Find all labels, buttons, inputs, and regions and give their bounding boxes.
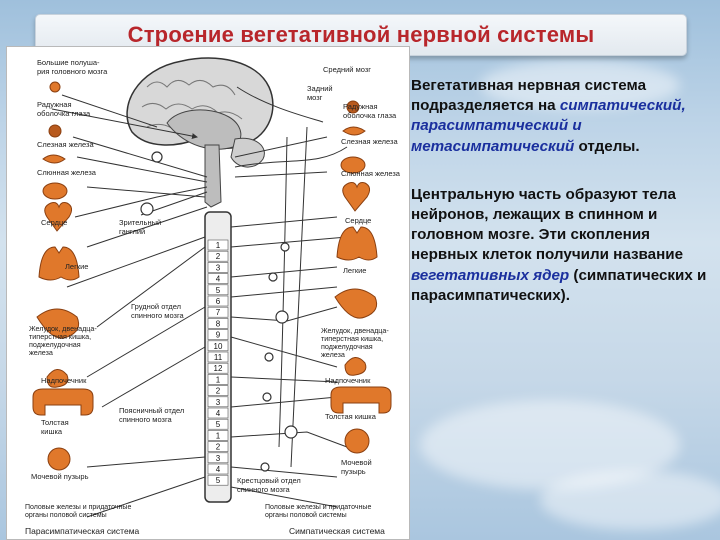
p1-tail: отделы. xyxy=(579,138,640,155)
spinal-segment-number: 1 xyxy=(216,241,221,250)
label-lacrimal-right: Слезная железа xyxy=(341,137,398,146)
label-hemispheres: Большие полуша- рия головного мозга xyxy=(37,58,108,76)
spinal-segment-number: 11 xyxy=(214,353,223,362)
spinal-segment-number: 4 xyxy=(216,275,221,284)
label-sacral: Крестцовый отдел спинного мозга xyxy=(237,476,303,494)
label-colon-left: Толстая кишка xyxy=(41,418,71,436)
label-ciliary: Зрительный ганглий xyxy=(119,218,163,236)
label-bladder-left: Мочевой пузырь xyxy=(31,472,89,481)
label-bladder-right: Мочевой пузырь xyxy=(341,458,374,476)
spinal-segment-number: 3 xyxy=(216,398,221,407)
label-hindbrain: Задний мозг xyxy=(307,84,335,102)
label-lumbar: Поясничный отдел спинного мозга xyxy=(119,406,186,424)
spinal-segment-number: 12 xyxy=(214,364,223,373)
label-heart-right: Сердце xyxy=(345,216,371,225)
label-stomach-left: Желудок, двенадца- типерстная кишка, под… xyxy=(29,324,99,357)
spinal-segment-number: 6 xyxy=(216,297,221,306)
spinal-segment-number: 3 xyxy=(216,454,221,463)
label-colon-right: Толстая кишка xyxy=(325,412,377,421)
spinal-segment-number: 5 xyxy=(216,420,221,429)
spinal-segment-number: 5 xyxy=(216,286,221,295)
label-adrenal-right: Надпочечник xyxy=(325,376,371,385)
spinal-segment-number: 3 xyxy=(216,263,221,272)
spinal-segment-number: 2 xyxy=(216,252,221,261)
spinal-segment-number: 5 xyxy=(216,476,221,485)
spinal-segment-number: 2 xyxy=(216,443,221,452)
description-text: Вегетативная нервная система подразделяе… xyxy=(411,76,711,334)
label-gonads-right: Половые железы и придаточные органы поло… xyxy=(265,504,373,519)
label-sympathetic: Симпатическая система xyxy=(289,526,385,536)
p2-plain: Центральную часть образуют тела нейронов… xyxy=(411,186,683,264)
spinal-segment-number: 1 xyxy=(216,375,221,384)
label-lacrimal-left: Слезная железа xyxy=(37,140,94,149)
spinal-segment-number: 4 xyxy=(216,465,221,474)
label-salivary-right: Слюнная железа xyxy=(341,169,401,178)
spinal-segment-number: 8 xyxy=(216,319,221,328)
spinal-segment-number: 2 xyxy=(216,387,221,396)
label-iris-left: Радужная оболочка глаза xyxy=(37,100,91,118)
label-midbrain: Средний мозг xyxy=(323,65,371,74)
spinal-segment-number: 9 xyxy=(216,331,221,340)
label-salivary-left: Слюнная железа xyxy=(37,168,97,177)
label-adrenal-left: Надпочечник xyxy=(41,376,87,385)
spinal-segment-number: 7 xyxy=(216,308,221,317)
paragraph-nuclei: Центральную часть образуют тела нейронов… xyxy=(411,185,711,306)
nerve-lines xyxy=(52,87,347,517)
spinal-segment-number: 10 xyxy=(214,342,223,351)
background-cloud xyxy=(540,470,720,530)
spinal-segment-number: 1 xyxy=(216,431,221,440)
p2-emphasis: вегетативных ядер xyxy=(411,267,569,284)
organs-right xyxy=(331,101,391,453)
page-title: Строение вегетативной нервной системы xyxy=(128,22,595,48)
label-heart-left: Сердце xyxy=(41,218,67,227)
label-iris-right: Радужная оболочка глаза xyxy=(343,102,397,120)
label-lungs-right: Легкие xyxy=(343,266,366,275)
spinal-segment-number: 4 xyxy=(216,409,221,418)
paragraph-divisions: Вегетативная нервная система подразделяе… xyxy=(411,76,711,157)
label-gonads-left: Половые железы и придаточные органы поло… xyxy=(25,504,133,519)
label-lungs-left: Легкие xyxy=(65,262,88,271)
label-stomach-right: Желудок, двенадца- типерстная кишка, под… xyxy=(321,326,391,359)
label-thoracic: Грудной отдел спинного мозга xyxy=(131,302,185,320)
brain-illustration xyxy=(127,58,273,207)
label-parasympathetic: Парасимпатическая система xyxy=(25,526,140,536)
